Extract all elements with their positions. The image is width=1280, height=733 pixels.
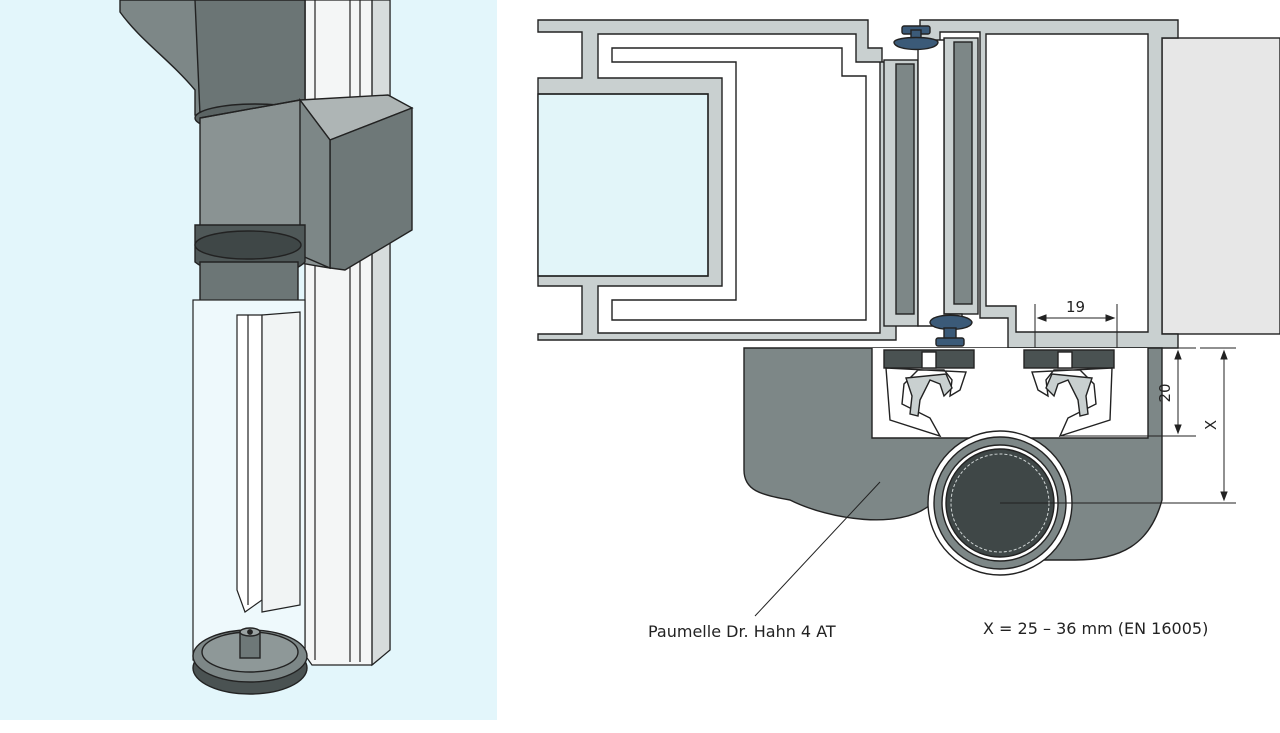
- clip-left: [883, 349, 975, 438]
- formula-label: X = 25 – 36 mm (EN 16005): [983, 619, 1208, 638]
- seal-bottom: [929, 314, 973, 347]
- glass-panel: [537, 93, 709, 277]
- dimension-x: X: [1202, 420, 1220, 430]
- profile-cross-section: [537, 19, 1280, 576]
- wall-block: [1161, 37, 1280, 335]
- bottom-cap: [192, 627, 308, 695]
- glass-cylinder: [192, 299, 306, 661]
- dimension-19: 19: [1066, 298, 1085, 316]
- seal-top: [893, 25, 939, 51]
- hinge-illustration: [0, 0, 497, 720]
- clip-right: [1023, 349, 1115, 438]
- dimension-20: 20: [1156, 383, 1174, 402]
- hinge-name-label: Paumelle Dr. Hahn 4 AT: [648, 622, 836, 641]
- dimensions: [754, 304, 1236, 617]
